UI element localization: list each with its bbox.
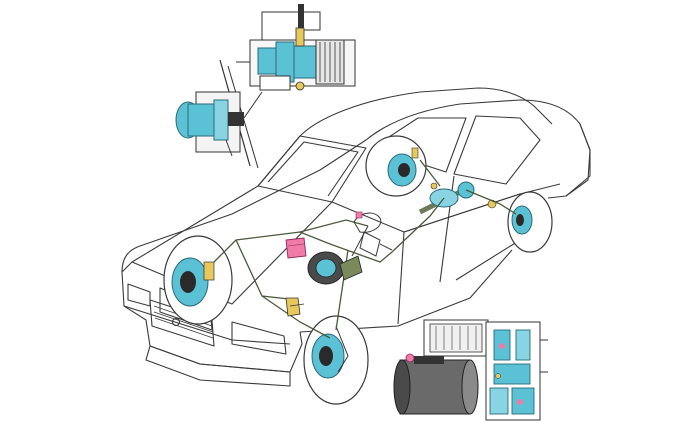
rear-axle-sensor-detail xyxy=(236,4,356,91)
front-wheel-sensor-detail xyxy=(175,59,263,169)
brake-fluid-reservoir xyxy=(285,297,305,317)
pedal-box xyxy=(359,231,393,257)
rear-right-wheel xyxy=(507,191,553,253)
abs-control-module xyxy=(285,237,307,259)
front-right-wheel xyxy=(303,315,369,405)
brake-booster xyxy=(307,251,363,285)
hydraulic-modulator-detail xyxy=(393,319,548,421)
steering-column xyxy=(351,211,382,257)
car-body xyxy=(121,87,591,387)
rear-left-wheel xyxy=(365,135,427,197)
front-left-wheel xyxy=(163,235,233,325)
